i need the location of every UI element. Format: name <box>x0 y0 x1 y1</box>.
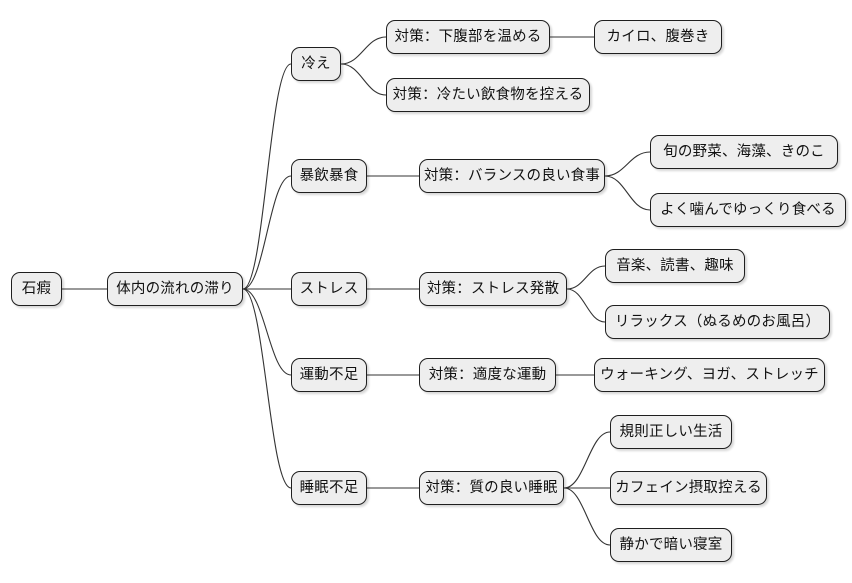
edge-act2-to-leaf2 <box>604 151 651 177</box>
node-label-leaf1: カイロ、腹巻き <box>606 28 710 45</box>
node-label-leaf5: リラックス（ぬるめのお風呂） <box>614 313 821 330</box>
node-cause1[interactable]: 冷え <box>291 47 341 81</box>
node-cause3[interactable]: ストレス <box>291 272 367 306</box>
node-leaf2[interactable]: 旬の野菜、海藻、きのこ <box>650 135 838 169</box>
node-label-act4: 対策：適度な運動 <box>428 366 547 383</box>
node-label-cause3: ストレス <box>299 280 359 297</box>
edge-act2-to-leaf3 <box>604 175 651 211</box>
edge-stagnation-to-cause4 <box>242 288 292 376</box>
node-act2[interactable]: 対策：バランスの良い食事 <box>419 159 605 193</box>
edge-act3-to-leaf5 <box>566 288 606 323</box>
node-root[interactable]: 石瘕 <box>11 272 62 306</box>
edge-act3-to-leaf4 <box>566 265 606 290</box>
node-label-leaf9: 静かで暗い寝室 <box>619 536 723 553</box>
node-label-act3: 対策：ストレス発散 <box>426 280 560 297</box>
node-cause2[interactable]: 暴飲暴食 <box>291 159 367 193</box>
node-act5[interactable]: 対策：質の良い睡眠 <box>419 471 564 505</box>
node-act1b[interactable]: 対策：冷たい飲食物を控える <box>386 78 590 112</box>
node-leaf6[interactable]: ウォーキング、ヨガ、ストレッチ <box>594 358 825 392</box>
node-label-cause1: 冷え <box>301 55 331 72</box>
node-label-leaf2: 旬の野菜、海藻、きのこ <box>663 143 825 160</box>
node-label-cause5: 睡眠不足 <box>299 479 359 496</box>
node-act3[interactable]: 対策：ストレス発散 <box>419 272 567 306</box>
node-cause4[interactable]: 運動不足 <box>291 358 367 392</box>
node-label-root: 石瘕 <box>21 280 52 297</box>
node-leaf9[interactable]: 静かで暗い寝室 <box>610 528 732 562</box>
edge-stagnation-to-cause1 <box>242 63 292 290</box>
node-leaf7[interactable]: 規則正しい生活 <box>610 415 732 449</box>
edge-act5-to-leaf9 <box>563 487 611 546</box>
node-act1a[interactable]: 対策：下腹部を温める <box>386 20 550 54</box>
edge-stagnation-to-cause5 <box>242 288 292 489</box>
node-label-leaf8: カフェイン摂取控える <box>615 479 762 496</box>
node-label-leaf4: 音楽、読書、趣味 <box>616 257 734 274</box>
edge-cause1-to-act1a <box>340 36 387 65</box>
node-label-act1a: 対策：下腹部を温める <box>394 28 542 45</box>
node-leaf4[interactable]: 音楽、読書、趣味 <box>605 249 745 283</box>
node-label-leaf7: 規則正しい生活 <box>619 423 723 440</box>
node-cause5[interactable]: 睡眠不足 <box>291 471 367 505</box>
node-stagnation[interactable]: 体内の流れの滞り <box>107 272 243 306</box>
node-label-leaf3: よく噛んでゆっくり食べる <box>660 201 836 218</box>
node-label-cause4: 運動不足 <box>299 366 359 383</box>
node-leaf3[interactable]: よく噛んでゆっくり食べる <box>650 193 846 227</box>
node-label-act2: 対策：バランスの良い食事 <box>423 167 601 184</box>
node-act4[interactable]: 対策：適度な運動 <box>419 358 556 392</box>
node-leaf1[interactable]: カイロ、腹巻き <box>594 20 722 54</box>
node-label-cause2: 暴飲暴食 <box>299 167 359 184</box>
edge-cause1-to-act1b <box>340 63 387 96</box>
node-label-stagnation: 体内の流れの滞り <box>116 280 234 297</box>
edge-act5-to-leaf7 <box>563 431 611 489</box>
node-label-leaf6: ウォーキング、ヨガ、ストレッチ <box>600 366 819 383</box>
node-leaf8[interactable]: カフェイン摂取控える <box>610 471 767 505</box>
node-leaf5[interactable]: リラックス（ぬるめのお風呂） <box>605 305 830 339</box>
edge-stagnation-to-cause2 <box>242 175 292 290</box>
node-label-act1b: 対策：冷たい飲食物を控える <box>392 86 584 103</box>
node-label-act5: 対策：質の良い睡眠 <box>425 479 558 496</box>
